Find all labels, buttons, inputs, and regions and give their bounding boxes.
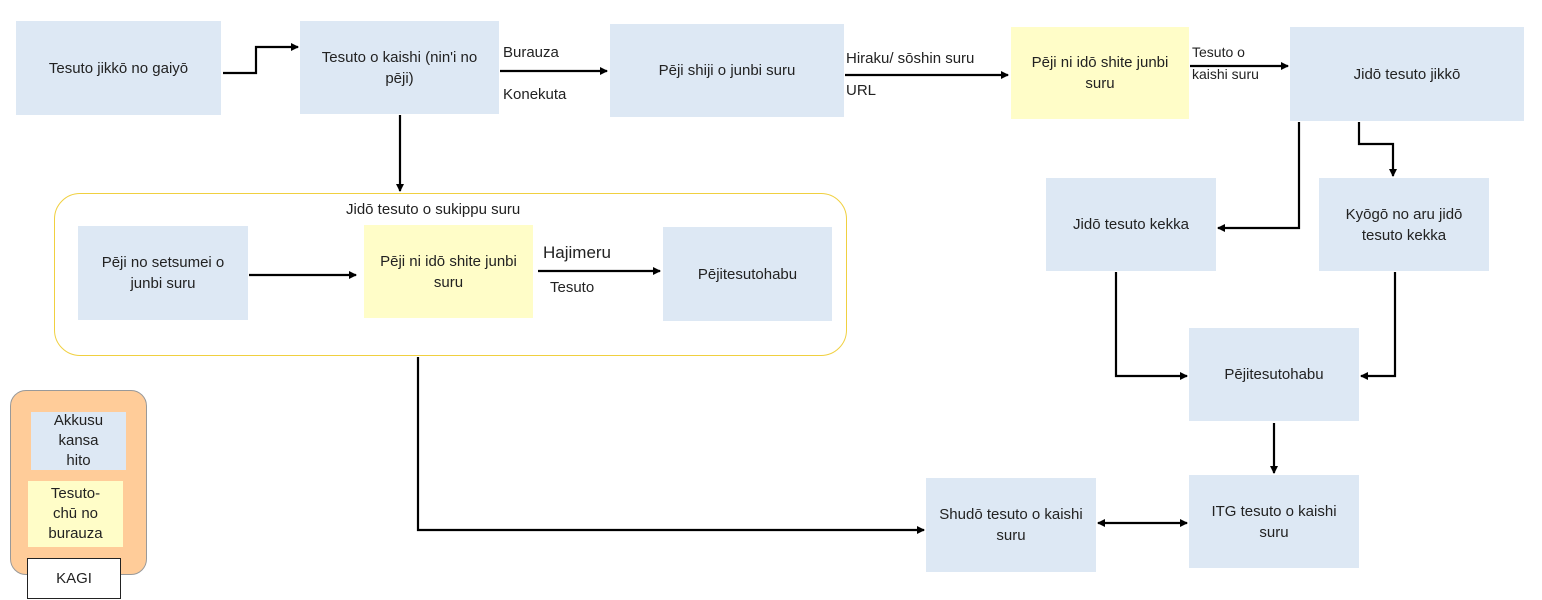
node-page-test-hub-right[interactable]: Pējitesutohabu (1189, 328, 1359, 421)
node-prepare-page-instructions[interactable]: Pēji shiji o junbi suru (610, 24, 844, 117)
node-auto-test-result[interactable]: Jidō tesuto kekka (1046, 178, 1216, 271)
label-open-send: Hiraku/ sōshin suru (846, 50, 975, 67)
arrow-shared-result-to-hub (1360, 272, 1397, 380)
node-manual-test[interactable]: Shudō tesuto o kaishi suru (926, 478, 1096, 572)
label-test: Tesuto (550, 279, 595, 296)
arrow-autorun-to-result (1217, 122, 1301, 232)
node-overview[interactable]: Tesuto jikkō no gaiyō (16, 21, 221, 115)
legend-access-person: Akkusu kansa hito (31, 412, 126, 470)
node-auto-test-run[interactable]: Jidō tesuto jikkō (1290, 27, 1524, 121)
label-begin: Hajimeru (543, 243, 612, 262)
arrow-group-to-manual (416, 357, 925, 534)
label-start-test-arrow: Tesuto o kaishi suru (1192, 44, 1259, 82)
node-navigate-prepare-top[interactable]: Pēji ni idō shite junbi suru (1011, 27, 1189, 119)
node-itg-test[interactable]: ITG tesuto o kaishi suru (1189, 475, 1359, 568)
node-start-test[interactable]: Tesuto o kaishi (nin'i no pēji) (300, 21, 499, 114)
arrow-result-to-hub (1114, 272, 1188, 380)
arrow-overview-to-start (223, 43, 299, 75)
node-page-test-hub-inner[interactable]: Pējitesutohabu (663, 227, 832, 321)
node-auto-test-result-shared[interactable]: Kyōgō no aru jidō tesuto kekka (1319, 178, 1489, 271)
arrow-autorun-to-shared-result (1357, 122, 1397, 177)
label-connector: Konekuta (503, 86, 567, 103)
label-browser: Burauza (503, 44, 559, 61)
node-prepare-page-description[interactable]: Pēji no setsumei o junbi suru (78, 226, 248, 320)
legend-key: KAGI (27, 558, 121, 599)
skip-auto-test-group (54, 193, 847, 356)
skip-auto-test-label: Jidō tesuto o sukippu suru (346, 201, 521, 218)
legend-testing-browser: Tesuto-chū no burauza (28, 481, 123, 547)
label-url: URL (846, 82, 877, 99)
node-navigate-prepare-inner[interactable]: Pēji ni idō shite junbi suru (364, 225, 533, 318)
